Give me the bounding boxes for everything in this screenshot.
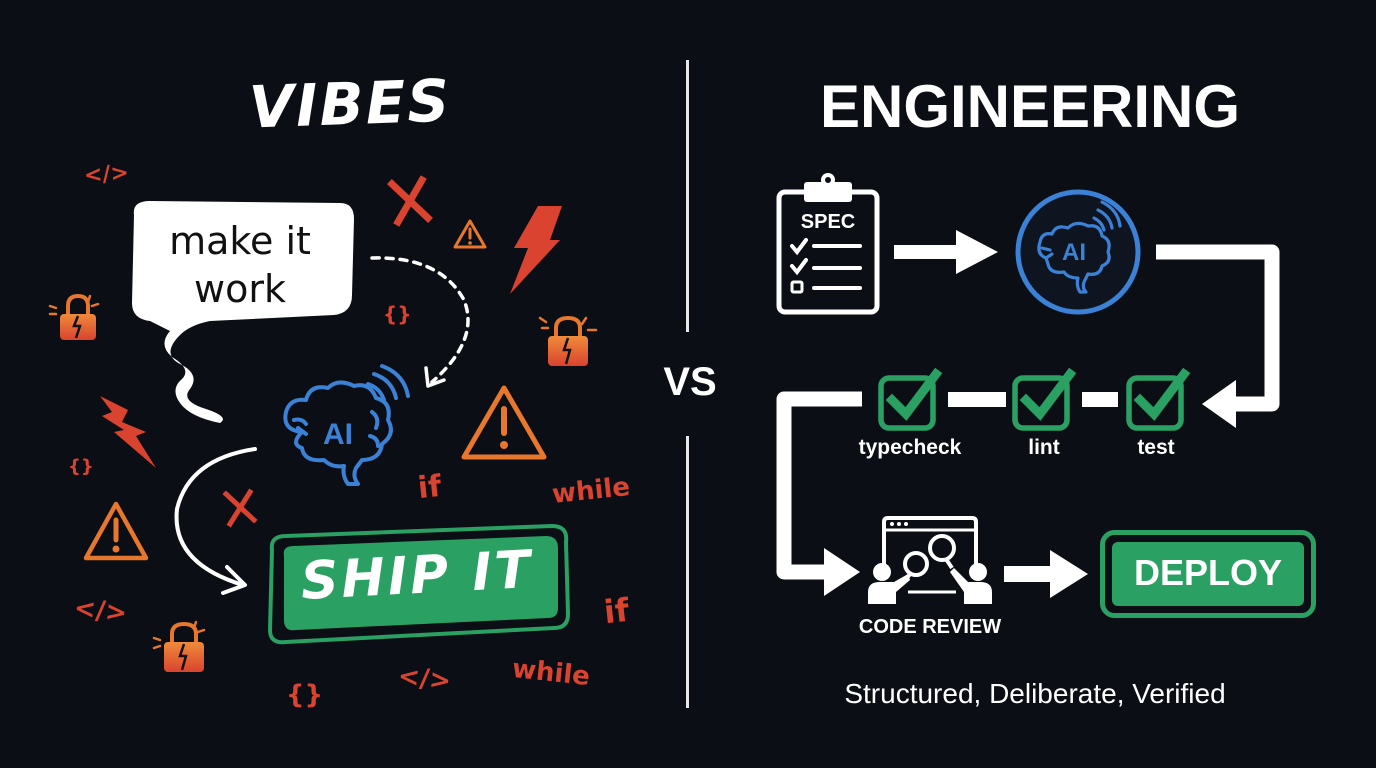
spec-clipboard-icon: SPEC bbox=[776, 172, 880, 316]
if-snippet: if bbox=[416, 468, 444, 507]
if-snippet: if bbox=[602, 590, 631, 632]
braces-snippet: {} bbox=[383, 302, 412, 326]
speech-bubble: make it work bbox=[120, 195, 360, 425]
deploy-label: DEPLOY bbox=[1133, 552, 1283, 593]
code-review-label: CODE REVIEW bbox=[858, 616, 1002, 638]
vs-label: VS bbox=[663, 360, 717, 404]
engineering-title: ENGINEERING bbox=[819, 73, 1241, 140]
center-divider-bottom bbox=[686, 436, 689, 708]
while-snippet: while bbox=[550, 472, 632, 510]
braces-snippet: {} bbox=[68, 456, 94, 477]
check-box-test bbox=[1126, 367, 1191, 432]
x-mark-icon bbox=[387, 175, 433, 227]
vibes-title: VIBES bbox=[247, 66, 453, 142]
broken-lock-icon bbox=[538, 312, 600, 370]
lightning-icon bbox=[100, 396, 156, 468]
speech-bubble-text: make it work bbox=[169, 219, 311, 311]
broken-lock-icon bbox=[48, 292, 106, 344]
connector-bar bbox=[1082, 392, 1118, 407]
broken-lock-icon bbox=[152, 616, 214, 676]
deploy-button[interactable]: DEPLOY bbox=[1100, 530, 1316, 618]
check-label-typecheck: typecheck bbox=[858, 436, 962, 459]
center-divider-top bbox=[686, 60, 689, 332]
braces-snippet: {} bbox=[286, 680, 324, 710]
code-tag-snippet: </> bbox=[396, 661, 453, 697]
check-label-test: test bbox=[1137, 436, 1175, 459]
flow-connector-left bbox=[776, 386, 876, 600]
code-tag-snippet: </> bbox=[72, 593, 129, 629]
curved-arrow-icon bbox=[165, 445, 265, 595]
arrow-right-icon bbox=[1004, 548, 1088, 600]
flow-connector-right bbox=[1154, 244, 1284, 428]
engineering-tagline: Structured, Deliberate, Verified bbox=[844, 678, 1226, 709]
connector-bar bbox=[948, 392, 1006, 407]
check-label-lint: lint bbox=[1028, 436, 1060, 459]
code-review-icon bbox=[864, 516, 996, 608]
check-box-lint bbox=[1012, 367, 1077, 432]
warning-icon bbox=[460, 383, 548, 463]
check-box-typecheck bbox=[878, 367, 943, 432]
while-snippet: while bbox=[510, 654, 592, 692]
ship-it-button[interactable]: SHIP IT bbox=[262, 522, 572, 646]
warning-icon bbox=[452, 218, 488, 250]
spec-label: SPEC bbox=[801, 211, 855, 233]
ai-brain-icon: AI bbox=[272, 364, 412, 496]
ai-brain-label: AI bbox=[323, 418, 353, 451]
dashed-arrow-icon bbox=[370, 250, 480, 390]
arrow-right-icon bbox=[894, 228, 1000, 276]
code-tag-snippet: </> bbox=[83, 160, 130, 189]
x-mark-icon bbox=[222, 488, 258, 528]
warning-icon bbox=[82, 500, 150, 564]
ai-circle-label: AI bbox=[1062, 239, 1086, 266]
lightning-icon bbox=[506, 204, 562, 296]
ai-circle-icon: AI bbox=[1014, 188, 1142, 316]
